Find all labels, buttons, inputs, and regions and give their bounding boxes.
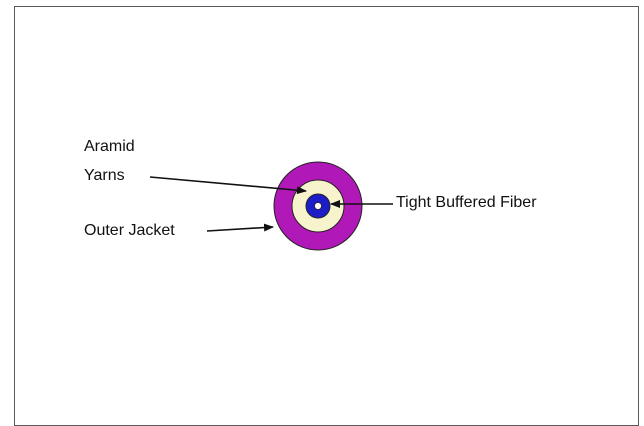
tight-buffered-fiber-label: Tight Buffered Fiber xyxy=(396,194,537,211)
outer-jacket-label: Outer Jacket xyxy=(84,222,175,239)
aramid-yarns-pointer-arrow xyxy=(149,176,307,195)
aramid-yarns-label-line1: Aramid xyxy=(84,138,135,155)
fiber-core xyxy=(314,202,322,210)
aramid-yarns-label-line2: Yarns xyxy=(84,167,125,184)
outer-jacket-pointer-arrow xyxy=(206,223,274,232)
cable-cross-section-diagram xyxy=(149,161,393,251)
